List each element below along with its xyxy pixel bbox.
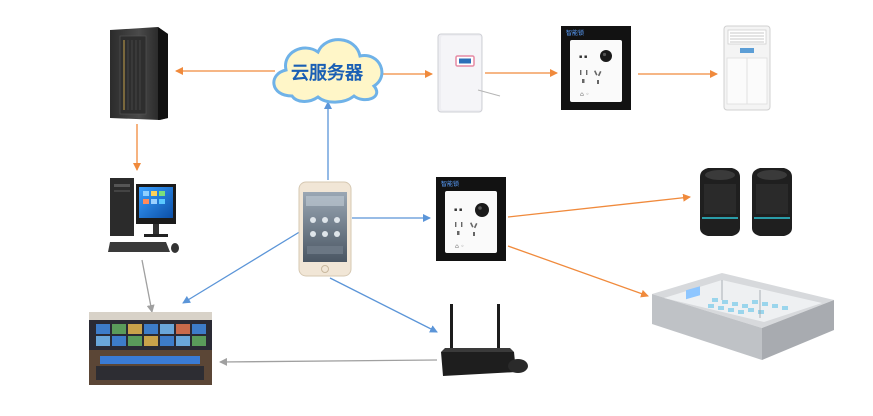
arrow-panel-to-classroom [507, 245, 649, 298]
cloud-label: 云服务器 [291, 62, 364, 84]
panel-brand-label: 智能锁 [441, 180, 459, 188]
smart-socket-panel-icon: 智能锁 ▪ ▪ ⌂ ◦ [436, 177, 506, 261]
cloud-icon [272, 38, 384, 104]
svg-text:▪ ▪: ▪ ▪ [579, 54, 587, 60]
arrow-desktop-to-control-room [141, 259, 155, 313]
arrow-panel-to-speakers [507, 193, 691, 218]
server-tower-icon [110, 27, 168, 120]
classroom-3d-icon [652, 273, 834, 360]
panel-brand-label: 智能锁 [566, 29, 584, 37]
arrows [133, 67, 718, 366]
arrow-phone-to-router [329, 277, 438, 333]
smart-socket-panel-icon: 智能锁 ▪ ▪ ⌂ ◦ [561, 26, 631, 110]
control-room-icon [89, 312, 212, 385]
wifi-router-icon [441, 304, 528, 376]
arrow-phone-to-control-room [182, 227, 307, 304]
smartphone-icon [298, 181, 352, 277]
svg-text:⌂ ◦: ⌂ ◦ [580, 91, 589, 98]
air-purifier-icon [723, 25, 771, 111]
wall-controller-icon [437, 33, 501, 113]
desktop-computer-icon [108, 178, 179, 253]
cloud-server: 云服务器 [272, 38, 384, 104]
svg-text:⌂ ◦: ⌂ ◦ [455, 243, 464, 250]
svg-text:▪ ▪: ▪ ▪ [454, 207, 462, 213]
speakers-icon [700, 168, 792, 236]
arrow-router-to-control-room [219, 357, 438, 366]
